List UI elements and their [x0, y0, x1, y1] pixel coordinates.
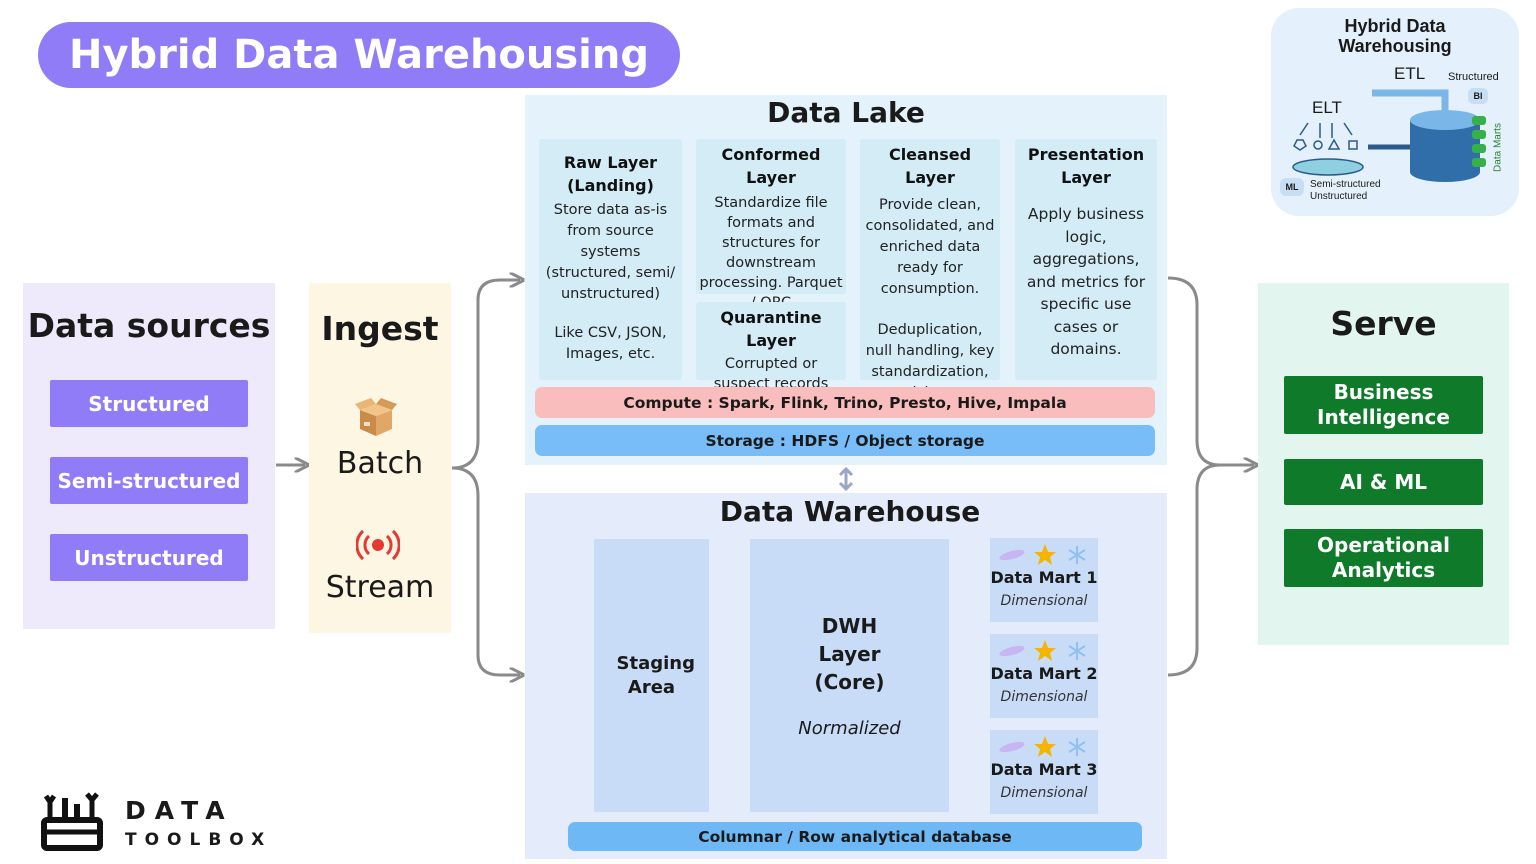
presentation-layer-desc: Apply business logic, aggregations, and … — [1026, 205, 1146, 358]
quarantine-layer-card: Quarantine Layer Corrupted or suspect re… — [696, 302, 846, 392]
data-mart-3-type: Dimensional — [1000, 785, 1088, 801]
ingest-heading: Ingest — [321, 309, 439, 348]
inset-structured: Structured — [1448, 71, 1499, 83]
raw-layer-title: Raw Layer (Landing) — [563, 153, 658, 195]
ingest-to-lake-arrow — [451, 280, 520, 470]
dwh-core-layer: DWH Layer (Core) Normalized — [750, 539, 949, 812]
serve-business-intelligence: Business Intelligence — [1284, 376, 1483, 434]
cleansed-layer-card: Cleansed Layer Provide clean, consolidat… — [860, 139, 1000, 401]
raw-layer-note: Like CSV, JSON, Images, etc. — [554, 325, 667, 362]
source-structured: Structured — [50, 380, 248, 427]
cleansed-layer-desc: Provide clean, consolidated, and enriche… — [865, 197, 995, 297]
logo-text-toolbox: TOOLBOX — [125, 830, 273, 850]
mart-2-icons — [999, 640, 1086, 661]
data-mart-2-name: Data Mart 2 — [990, 664, 1098, 683]
dwh-core-subtitle: Normalized — [798, 718, 901, 739]
raw-layer-card: Raw Layer (Landing) Store data as-is fro… — [539, 139, 682, 380]
data-mart-1: Data Mart 1 Dimensional — [990, 538, 1098, 622]
stream-label: Stream — [325, 570, 435, 605]
bidirectional-arrow-icon — [838, 466, 854, 492]
presentation-layer-title: Presentation Layer — [1027, 145, 1145, 187]
cleansed-layer-title: Cleansed Layer — [888, 145, 972, 187]
inset-elt: ELT — [1312, 98, 1342, 117]
compute-bar: Compute : Spark, Flink, Trino, Presto, H… — [535, 387, 1155, 418]
box-icon — [355, 398, 397, 436]
toolbox-logo-icon — [41, 792, 103, 851]
data-mart-1-name: Data Mart 1 — [990, 568, 1098, 587]
inset-architecture-graphic — [1280, 88, 1488, 196]
inset-unstructured: Unstructured — [1310, 191, 1368, 202]
lake-to-serve-arrow — [1167, 276, 1254, 465]
page-title: Hybrid Data Warehousing — [38, 22, 680, 88]
serve-heading: Serve — [1330, 304, 1437, 343]
dwh-core-title: DWH Layer (Core) — [814, 614, 885, 694]
broadcast-icon — [356, 529, 400, 561]
inset-semi-structured: Semi-structured — [1310, 179, 1381, 190]
ingest-panel — [309, 283, 451, 633]
inset-ml: ML — [1285, 182, 1299, 192]
logo-text-data: DATA — [125, 796, 234, 825]
staging-area-label: Staging Area — [616, 652, 695, 698]
conformed-layer-desc: Standardize file formats and structures … — [699, 195, 843, 311]
dwh-to-serve-arrow — [1167, 463, 1221, 677]
mart-3-icons — [999, 736, 1086, 757]
conformed-layer-card: Conformed Layer Standardize file formats… — [696, 139, 846, 311]
storage-bar: Storage : HDFS / Object storage — [535, 425, 1155, 456]
mart-1-icons — [999, 544, 1086, 565]
quarantine-layer-title: Quarantine Layer — [720, 308, 822, 350]
source-semi-structured: Semi-structured — [50, 457, 248, 504]
staging-area: Staging Area — [594, 539, 709, 812]
batch-label: Batch — [336, 446, 424, 481]
presentation-layer-card: Presentation Layer Apply business logic,… — [1015, 139, 1157, 380]
serve-operational-analytics: Operational Analytics — [1284, 529, 1483, 587]
data-mart-1-type: Dimensional — [1000, 593, 1088, 609]
data-warehouse-heading: Data Warehouse — [719, 495, 981, 528]
source-unstructured: Unstructured — [50, 534, 248, 581]
data-lake-heading: Data Lake — [767, 96, 925, 129]
data-mart-3: Data Mart 3 Dimensional — [990, 730, 1098, 814]
inset-title: Hybrid Data Warehousing — [1338, 16, 1452, 56]
ingest-to-dwh-arrow — [451, 466, 520, 675]
data-mart-3-name: Data Mart 3 — [990, 760, 1098, 779]
inset-etl: ETL — [1394, 64, 1426, 83]
data-mart-2: Data Mart 2 Dimensional — [990, 634, 1098, 718]
inset-bi: BI — [1473, 91, 1483, 101]
raw-layer-desc: Store data as-is from source systems (st… — [545, 202, 676, 302]
data-sources-heading: Data sources — [27, 306, 271, 345]
overview-inset — [1271, 8, 1519, 216]
inset-data-marts: Data Marts — [1492, 123, 1504, 172]
data-mart-2-type: Dimensional — [1000, 689, 1088, 705]
analytical-db-bar: Columnar / Row analytical database — [568, 822, 1142, 851]
conformed-layer-title: Conformed Layer — [721, 145, 821, 187]
serve-ai-ml: AI & ML — [1284, 459, 1483, 505]
